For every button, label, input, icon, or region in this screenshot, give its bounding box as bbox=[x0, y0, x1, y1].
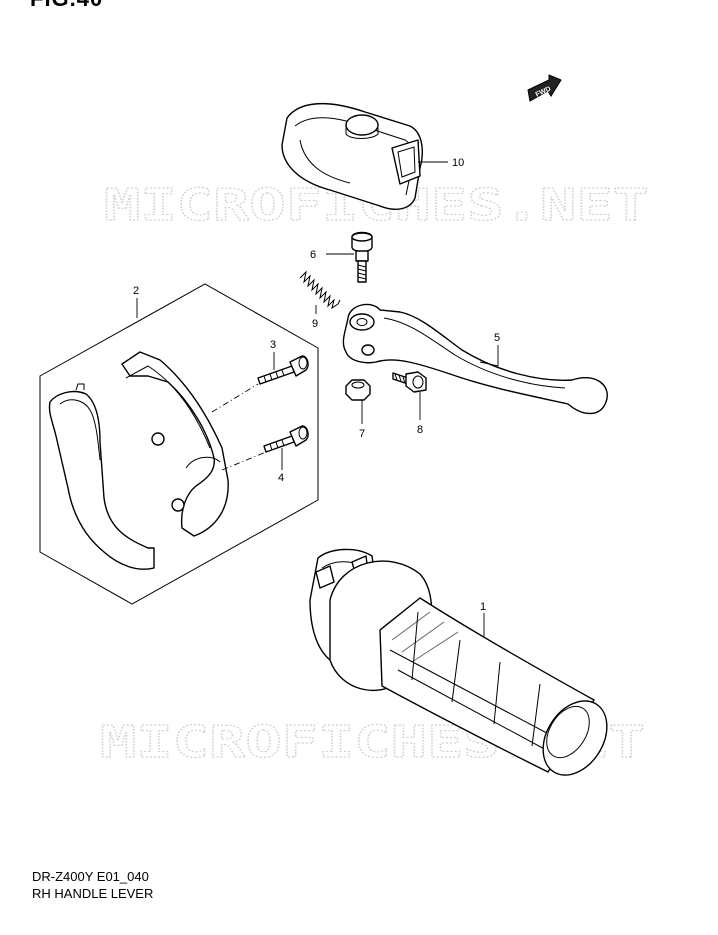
callout-1: 1 bbox=[480, 601, 486, 613]
callout-5: 5 bbox=[494, 332, 500, 344]
callout-6: 6 bbox=[310, 249, 316, 261]
callout-8: 8 bbox=[417, 424, 423, 436]
callout-2: 2 bbox=[133, 285, 139, 297]
part-8-adjuster-bolt[interactable] bbox=[392, 371, 427, 393]
part-4-screw[interactable] bbox=[263, 425, 309, 453]
part-3-screw[interactable] bbox=[257, 355, 309, 385]
callout-9: 9 bbox=[312, 318, 318, 330]
figure-title: FIG.40 bbox=[30, 0, 103, 12]
model-code: DR-Z400Y E01_040 bbox=[32, 869, 149, 884]
part-5-clutch-lever[interactable] bbox=[342, 303, 608, 415]
part-1-throttle-grip[interactable] bbox=[309, 548, 620, 786]
part-10-switch-cover[interactable] bbox=[281, 103, 423, 210]
part-7-nut[interactable] bbox=[345, 379, 371, 401]
leader-lines bbox=[136, 161, 499, 638]
part-9-spring[interactable] bbox=[299, 270, 341, 310]
section-title: RH HANDLE LEVER bbox=[32, 886, 154, 901]
part-2-clamp-assembly[interactable] bbox=[39, 283, 319, 605]
callout-4: 4 bbox=[278, 472, 284, 484]
callout-7: 7 bbox=[359, 428, 365, 440]
part-6-pivot-bolt[interactable] bbox=[351, 231, 373, 283]
fwd-arrow-icon: FWD bbox=[527, 74, 562, 102]
callout-10: 10 bbox=[452, 157, 464, 169]
callout-3: 3 bbox=[270, 339, 276, 351]
